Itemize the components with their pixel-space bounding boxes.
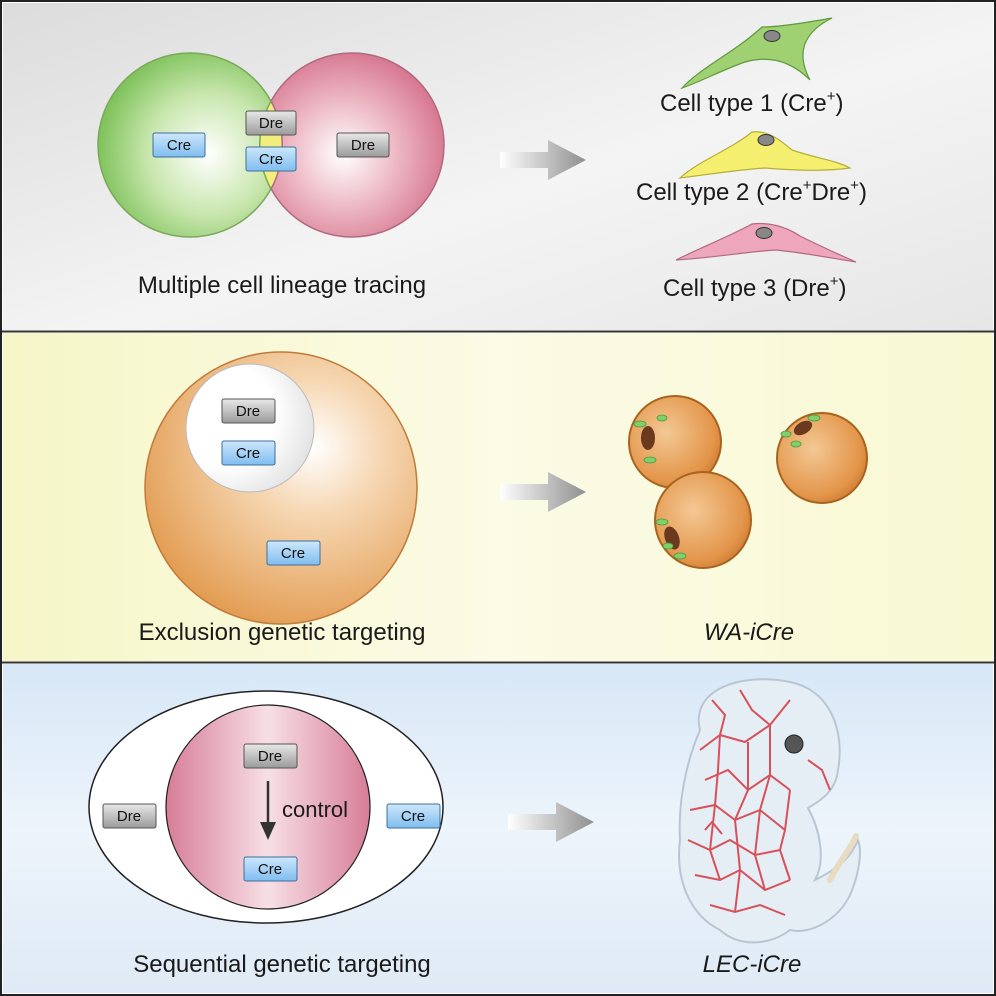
cell-body bbox=[675, 222, 857, 263]
control-label: control bbox=[282, 797, 348, 822]
cre-tag bbox=[243, 856, 298, 882]
green-marks bbox=[633, 414, 821, 560]
nucleus bbox=[763, 30, 781, 42]
dre-tag bbox=[245, 110, 297, 136]
cre-tag bbox=[152, 132, 206, 158]
cre-tag-label: Cre bbox=[259, 151, 283, 168]
adipocyte bbox=[654, 471, 752, 569]
inner-circle bbox=[185, 363, 315, 493]
cre-tag bbox=[221, 440, 276, 466]
embryo-illustration bbox=[678, 678, 861, 944]
right-arrow-icon bbox=[508, 802, 594, 842]
dre-tag bbox=[336, 132, 390, 158]
lymphatic-vessels bbox=[687, 689, 831, 916]
cell-type-2 bbox=[678, 131, 852, 179]
dre-tag bbox=[102, 803, 157, 829]
cre-tag bbox=[245, 146, 297, 172]
dre-tag bbox=[243, 743, 298, 769]
right-arrow-icon bbox=[500, 472, 586, 512]
down-arrow-icon bbox=[260, 822, 276, 840]
dre-tag bbox=[221, 398, 276, 424]
cre-tag-label: Cre bbox=[258, 861, 282, 878]
adipocyte bbox=[776, 412, 868, 504]
nucleus bbox=[793, 420, 813, 436]
nucleus bbox=[755, 227, 773, 239]
cre-tag bbox=[266, 540, 321, 566]
cell-type-3-label: Cell type 3 (Dre+) bbox=[663, 273, 847, 302]
cell-type-1-label: Cell type 1 (Cre+) bbox=[660, 88, 844, 117]
dre-tag-label: Dre bbox=[236, 403, 260, 420]
circle-edge bbox=[270, 100, 283, 190]
cell-body bbox=[680, 17, 833, 90]
dre-tag-label: Dre bbox=[117, 808, 141, 825]
cre-tag-label: Cre bbox=[281, 545, 305, 562]
dre-tag-label: Dre bbox=[259, 115, 283, 132]
eye bbox=[784, 734, 804, 754]
dre-tag-label: Dre bbox=[351, 137, 375, 154]
result-label: WA-iCre bbox=[704, 619, 794, 646]
cell-type-2-label: Cell type 2 (Cre+Dre+) bbox=[636, 177, 867, 206]
nucleus bbox=[641, 426, 655, 450]
exclusion-diagram: Dre Cre Cre bbox=[144, 351, 418, 625]
panel-3-caption: Sequential genetic targeting bbox=[133, 951, 431, 978]
panel-1-caption: Multiple cell lineage tracing bbox=[138, 272, 426, 299]
cre-tag bbox=[386, 803, 441, 829]
circle-edge bbox=[259, 100, 272, 190]
adipocytes bbox=[628, 395, 868, 569]
venn-diagram: Cre Dre Cre Dre bbox=[97, 52, 445, 238]
right-arrow-icon bbox=[500, 140, 586, 180]
dre-tag-label: Dre bbox=[258, 748, 282, 765]
cre-tag-label: Cre bbox=[401, 808, 425, 825]
cell-body bbox=[678, 131, 852, 179]
embryo-body bbox=[678, 678, 861, 944]
cell-type-3 bbox=[675, 222, 857, 263]
cell-type-1 bbox=[680, 17, 833, 90]
result-label: LEC-iCre bbox=[703, 951, 802, 978]
panel-2-caption: Exclusion genetic targeting bbox=[139, 619, 426, 646]
tail bbox=[827, 833, 859, 883]
sequential-diagram: Dre Dre control Cre Cre bbox=[88, 690, 444, 924]
cre-tag-label: Cre bbox=[236, 445, 260, 462]
nucleus bbox=[757, 134, 775, 146]
cre-tag-label: Cre bbox=[167, 137, 191, 154]
